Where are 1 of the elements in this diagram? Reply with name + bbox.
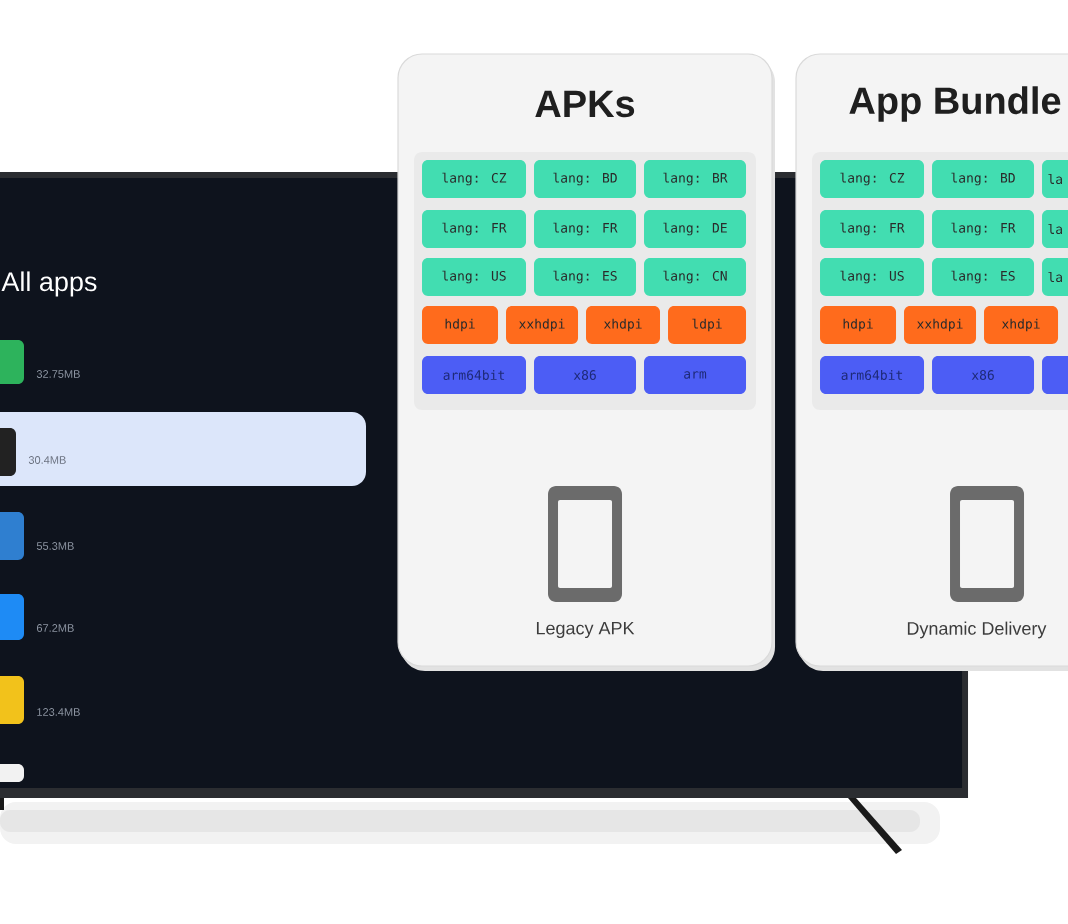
heading: All apps	[1, 271, 97, 297]
